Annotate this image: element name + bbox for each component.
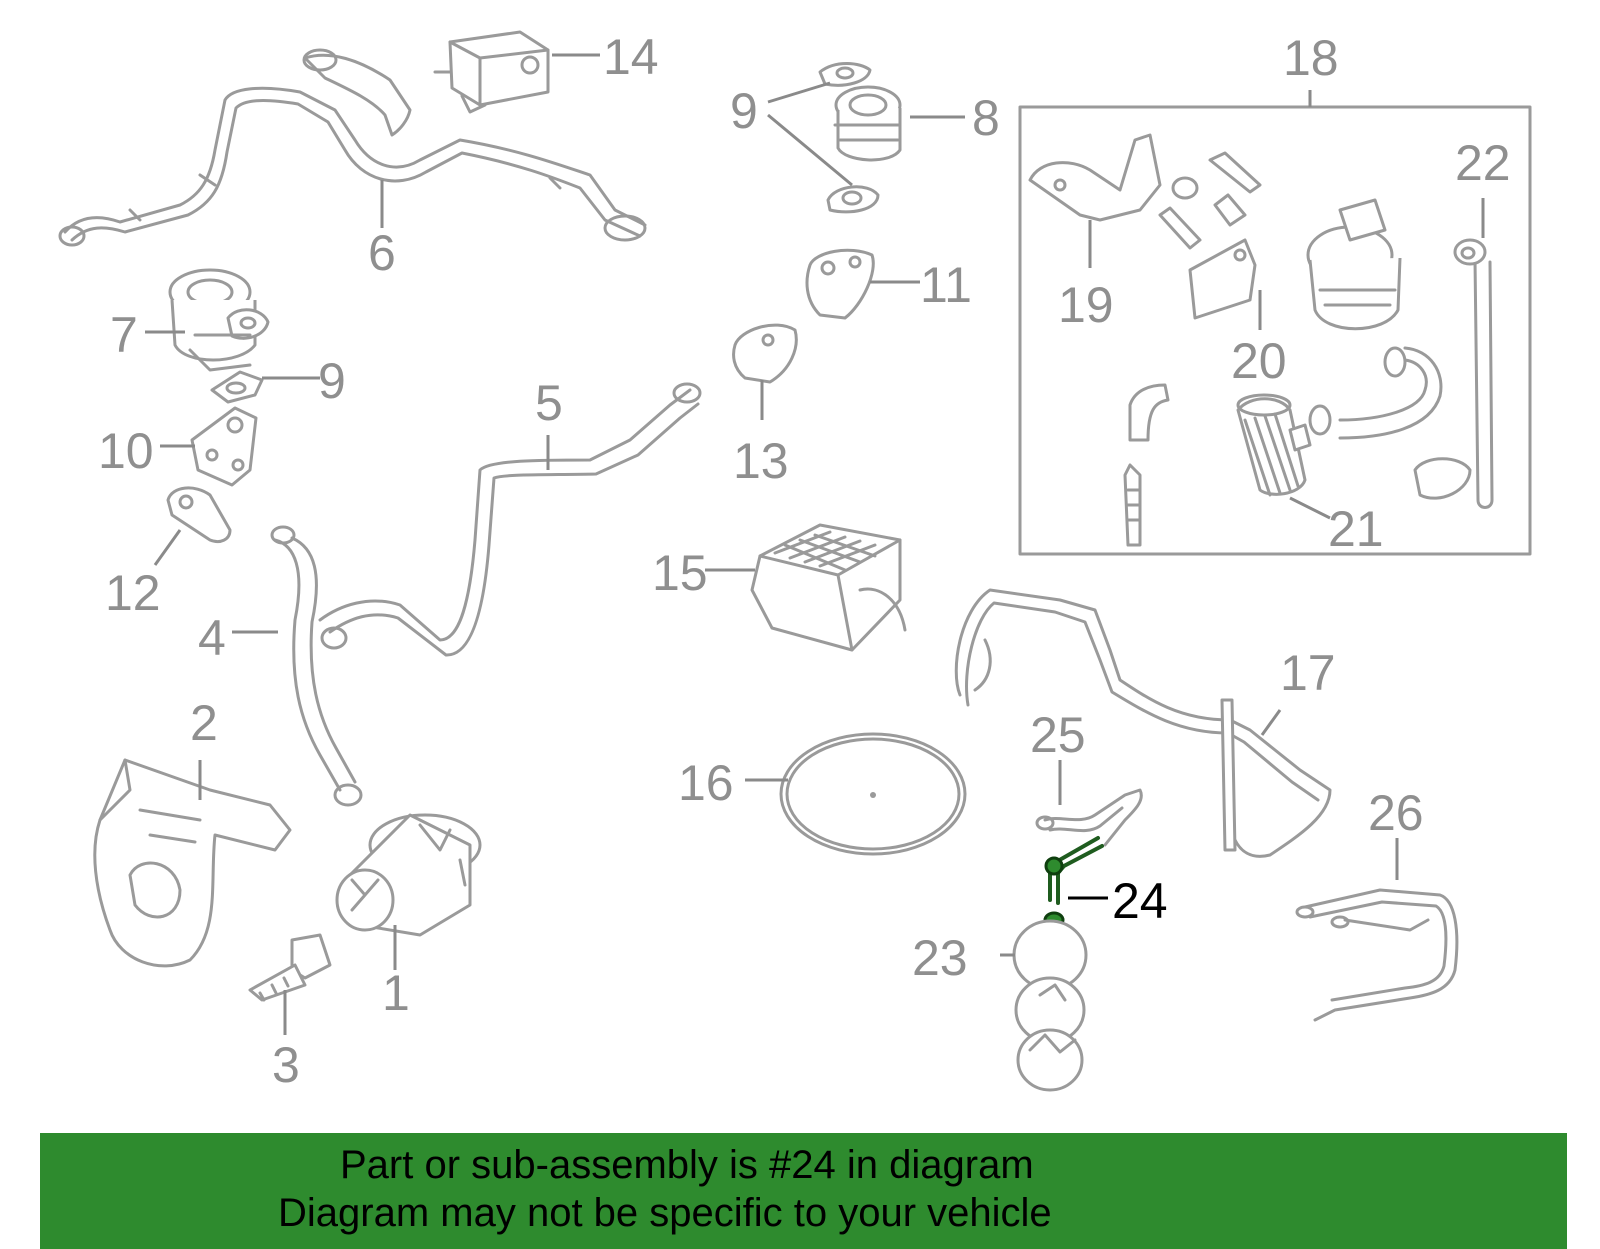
part-8-valve: [833, 85, 902, 162]
callout-8: 8: [972, 90, 1000, 146]
part-18-valve: [1306, 198, 1402, 331]
callout-26: 26: [1368, 785, 1424, 841]
callout-12: 12: [105, 565, 161, 621]
part-22-tube: [1453, 238, 1494, 509]
callout-17: 17: [1280, 645, 1336, 701]
callout-9-upper: 9: [730, 83, 758, 139]
callout-14: 14: [603, 29, 659, 85]
part-11-bracket: [805, 248, 875, 320]
callout-9-left: 9: [318, 353, 346, 409]
part-4-hose: [270, 525, 363, 807]
callout-5: 5: [535, 375, 563, 431]
part-2-shield: [93, 758, 292, 968]
part-18-bolts: [1158, 151, 1262, 250]
part-15-filter-box: [750, 523, 907, 652]
callout-25: 25: [1030, 707, 1086, 763]
part-19-bracket: [1028, 133, 1199, 222]
callout-7: 7: [110, 307, 138, 363]
callout-13: 13: [733, 433, 789, 489]
callout-22: 22: [1455, 135, 1511, 191]
callout-23: 23: [912, 930, 968, 986]
callout-2: 2: [190, 695, 218, 751]
part-25-hose: [1035, 788, 1143, 847]
callout-21: 21: [1328, 501, 1384, 557]
part-1-air-pump: [335, 813, 482, 937]
callout-11: 11: [920, 257, 972, 313]
part-12-gasket: [166, 486, 232, 544]
part-9-gasket-left: [210, 370, 264, 404]
part-26-sensor: [1295, 888, 1459, 1022]
part-9-gasket-upper: [818, 62, 872, 87]
part-17-pipe: [954, 588, 1332, 858]
callout-6: 6: [368, 225, 396, 281]
callout-numbers: 1 2 3 4 5 6 7 8 9 9 10 11 12 13 14 15 16…: [98, 29, 1511, 1093]
part-10-bracket: [190, 406, 258, 487]
part-5-hose: [318, 382, 702, 657]
part-14-actuator: [433, 30, 550, 114]
callout-10: 10: [98, 423, 154, 479]
callout-4: 4: [198, 610, 226, 666]
leader-lines: [145, 53, 1485, 1035]
callout-18: 18: [1283, 30, 1339, 86]
part-24-line: [1043, 836, 1104, 929]
part-6-hose: [58, 48, 647, 247]
callout-20: 20: [1231, 333, 1287, 389]
part-3-fitting: [248, 933, 332, 1002]
part-23-resonator: [1012, 919, 1088, 1092]
banner-disclaimer: Diagram may not be specific to your vehi…: [278, 1191, 1052, 1235]
callout-15: 15: [652, 545, 708, 601]
part-7-valve: [168, 268, 270, 372]
callout-1: 1: [382, 965, 410, 1021]
banner-part-note: Part or sub-assembly is #24 in diagram: [340, 1143, 1034, 1187]
part-13-bracket: [732, 323, 798, 384]
callout-24: 24: [1112, 873, 1168, 929]
part-16-ring: [779, 732, 967, 856]
part-18-hoses: [1123, 346, 1472, 547]
callout-19: 19: [1058, 277, 1114, 333]
callout-3: 3: [272, 1037, 300, 1093]
callout-16: 16: [678, 755, 734, 811]
part-21-filter: [1236, 393, 1312, 497]
info-banner: Part or sub-assembly is #24 in diagram D…: [40, 1133, 1567, 1249]
part-18-kit-box: [1018, 105, 1532, 556]
part-9-gasket-lower: [826, 185, 880, 214]
part-20-bracket: [1188, 238, 1257, 320]
